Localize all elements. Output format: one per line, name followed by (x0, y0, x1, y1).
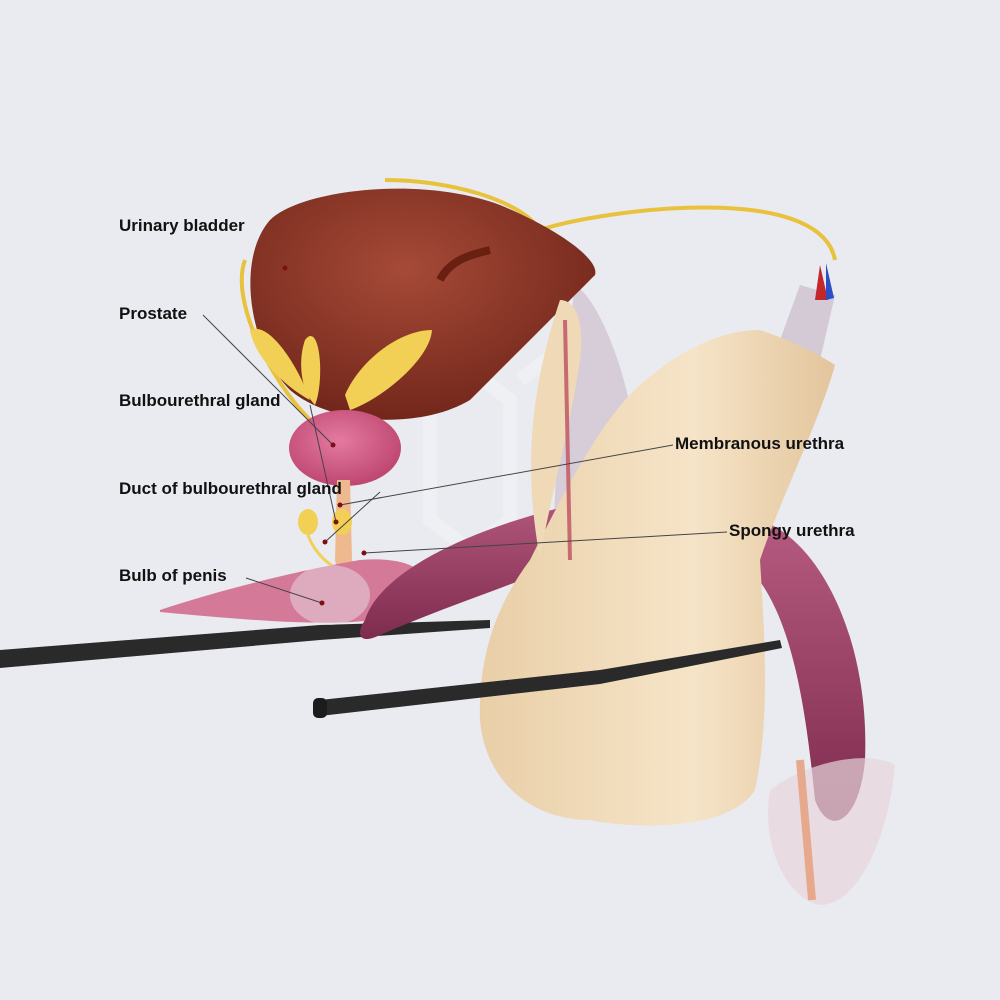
probe-rod-right (313, 640, 782, 718)
urinary-bladder (250, 188, 596, 420)
label-prostate: Prostate (119, 304, 188, 323)
scrotum (479, 300, 835, 826)
leader-lines (202, 314, 728, 604)
probe-rod-left (0, 620, 490, 668)
label-bulbourethral-gland: Bulbourethral gland (119, 391, 281, 410)
label-spongy-urethra: Spongy urethra (729, 521, 855, 540)
label-membranous-urethra: Membranous urethra (675, 434, 845, 453)
label-bulb-of-penis: Bulb of penis (119, 566, 227, 585)
label-markers (282, 265, 367, 606)
seminal-glands (250, 328, 432, 410)
prostate (289, 410, 401, 486)
label-duct-of-bulbourethral-gland: Duct of bulbourethral gland (119, 479, 342, 498)
label-urinary-bladder: Urinary bladder (119, 216, 245, 235)
bulb-of-penis (160, 559, 428, 625)
glans-penis (768, 758, 895, 905)
